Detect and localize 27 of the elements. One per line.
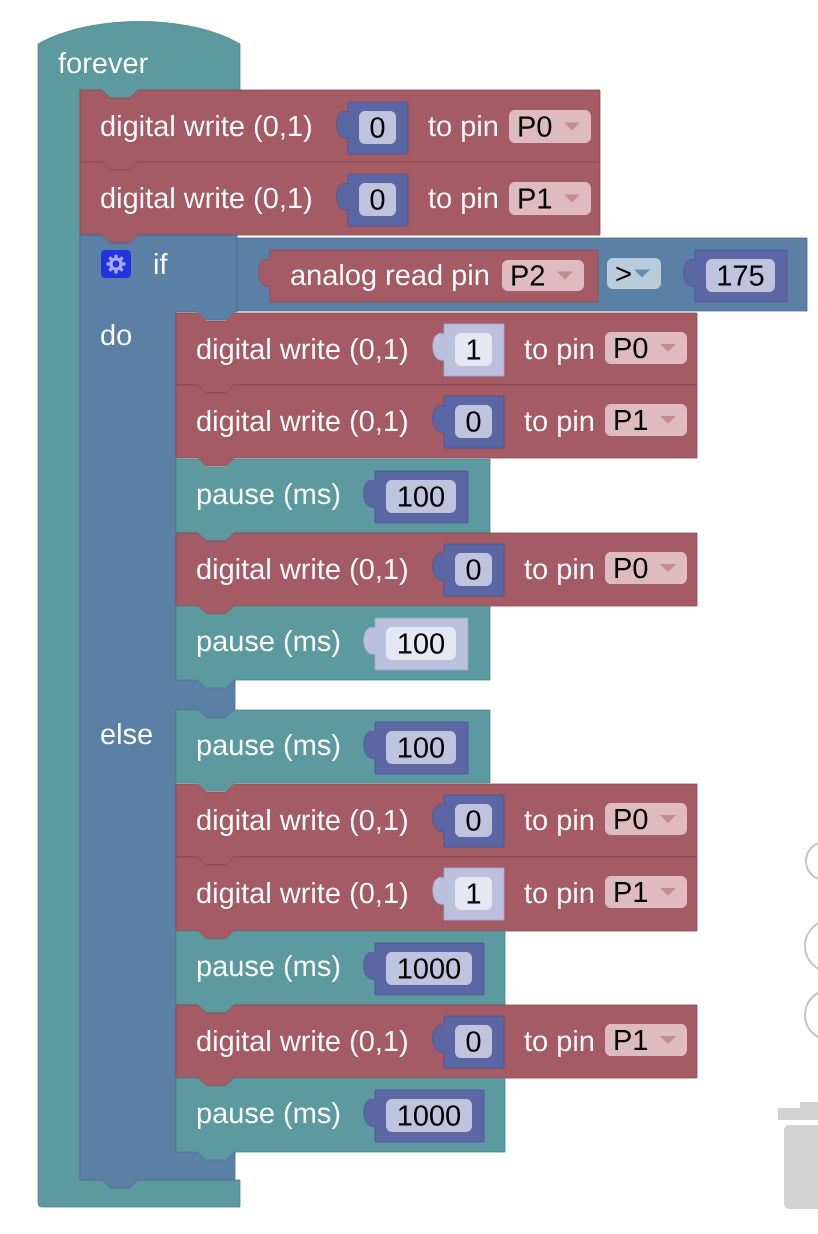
number-field: 100 [386,731,456,764]
dropdown: P1 [509,182,591,215]
number-field: 1000 [386,1099,472,1132]
dropdown: P0 [605,552,687,584]
node-label: else [101,722,152,745]
dropdown: P0 [605,332,687,364]
dropdown: > [607,258,661,289]
number-field: 0 [455,553,492,586]
dropdown: P1 [605,1024,687,1056]
number-field: 1 [455,877,492,910]
number-field: 100 [386,627,456,660]
dropdown: P0 [605,803,687,835]
number-field: 0 [455,804,492,837]
number-field: 1000 [386,952,472,985]
node-label: do [101,323,132,346]
dropdown: P2 [502,260,584,291]
number-field: 1 [455,333,492,366]
number-field: 0 [455,405,492,438]
number-field: 175 [706,259,775,292]
dropdown: P1 [605,876,687,908]
number-field: 0 [359,111,396,144]
number-field: 0 [455,1025,492,1058]
dropdown: P1 [605,404,687,436]
node-label: if [154,252,168,275]
number-field: 0 [359,183,396,216]
number-field: 100 [386,480,456,513]
dropdown: P0 [509,110,591,143]
